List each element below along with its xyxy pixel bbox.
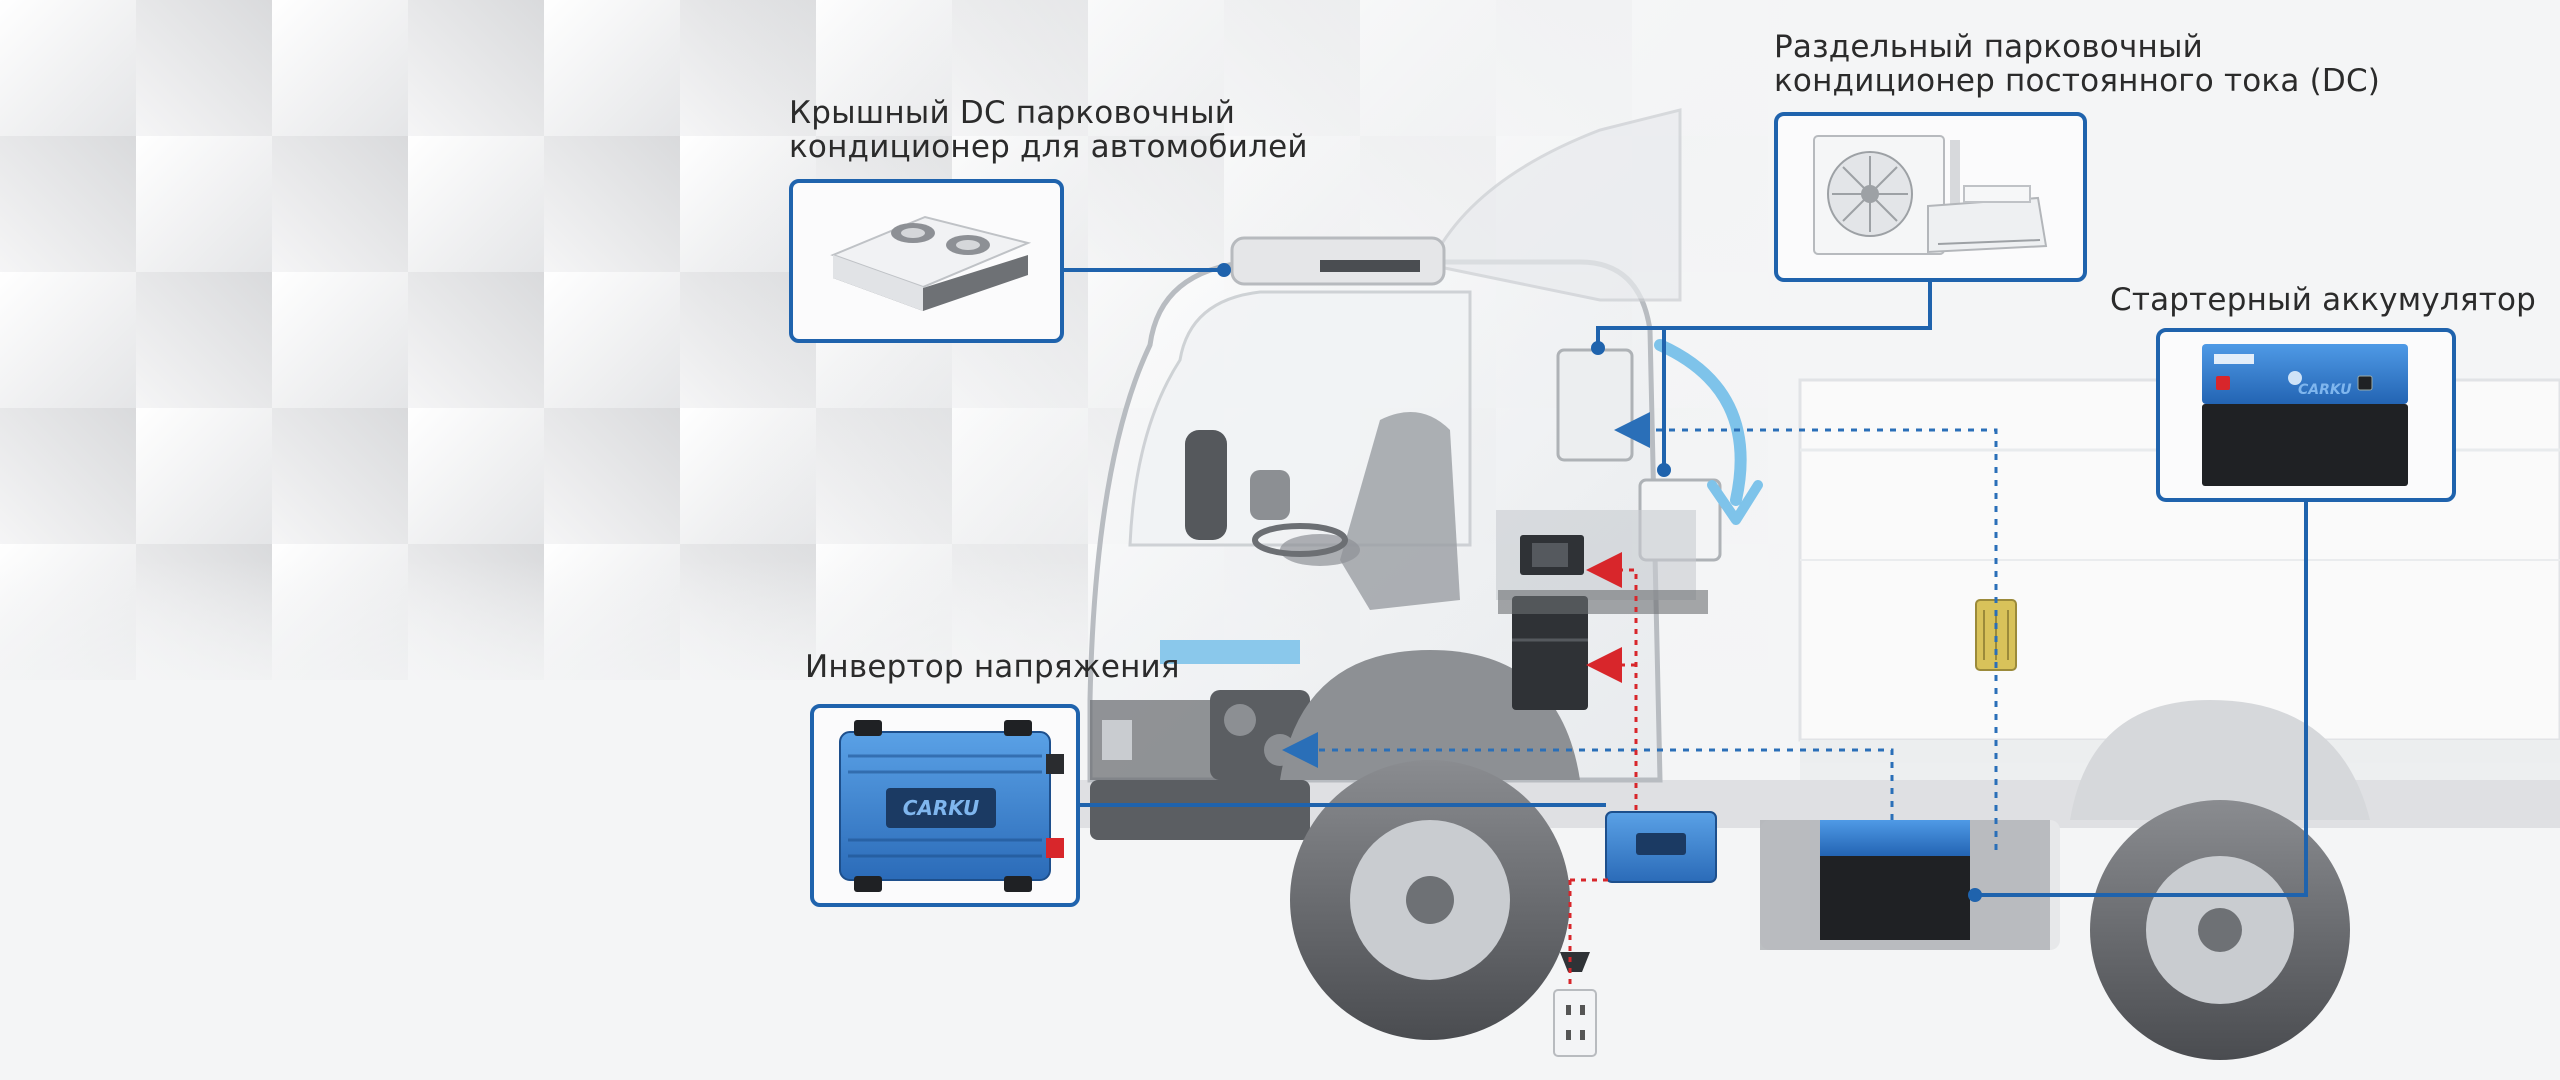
rear-fender [2070,700,2370,820]
split-ac-product-image [1813,135,2048,255]
front-fender [1280,650,1580,780]
inverter-logo: CARKU [903,796,980,820]
split-ac-label-line-2: кондиционер постоянного тока (DC) [1774,63,2381,99]
mini-fridge [1498,590,1708,710]
background-tile [0,272,136,408]
ac-outlet [1553,952,1597,1057]
starter-battery-logo: CARKU [2298,382,2352,398]
background-tile [408,136,544,272]
rear-wheel [2090,800,2350,1060]
background-tile [272,408,408,544]
inverter-product-image: CARKU [839,720,1064,892]
rooftop-ac-label: Крышный DC парковочный кондиционер для а… [789,96,1308,164]
starter-battery-callout: CARKU [2156,328,2456,502]
background-tile [0,136,136,272]
starter-battery-label: Стартерный аккумулятор [2110,282,2537,318]
background-tile [136,0,272,136]
front-wheel [1290,760,1570,1040]
background-tile [136,408,272,544]
background-tile [136,272,272,408]
split-ac-callout [1774,112,2087,282]
background-tile [544,136,680,272]
rooftop-ac-callout [789,179,1064,343]
split-ac-label: Раздельный парковочный кондиционер посто… [1774,30,2380,98]
background-tile [0,0,136,136]
inverter-on-truck [1605,811,1717,883]
battery-on-truck [1760,820,2050,950]
rooftop-ac-unit [1230,236,1446,286]
rooftop-ac-label-line-1: Крышный DC парковочный [789,95,1236,131]
rooftop-ac-product-image [830,215,1032,311]
background-tile [0,408,136,544]
background-tile [272,0,408,136]
rooftop-ac-label-line-2: кондиционер для автомобилей [789,129,1308,165]
background-tile [272,272,408,408]
background-tile [408,408,544,544]
background-tile [544,0,680,136]
background-tile [544,408,680,544]
background-tile [408,0,544,136]
ac-wiring [1568,552,1638,990]
background-tile [272,136,408,272]
background-tile [136,136,272,272]
inverter-callout: CARKU [810,704,1080,907]
background-tile [408,272,544,408]
starter-battery-product-image: CARKU [2202,344,2408,486]
dc-wiring [1282,412,1998,850]
inverter-label: Инвертор напряжения [805,649,1180,685]
split-ac-label-line-1: Раздельный парковочный [1774,29,2203,65]
background-tile [544,272,680,408]
airflow-arrow [1654,339,1747,506]
microwave [1496,510,1696,600]
leader-lines [1064,268,2308,897]
